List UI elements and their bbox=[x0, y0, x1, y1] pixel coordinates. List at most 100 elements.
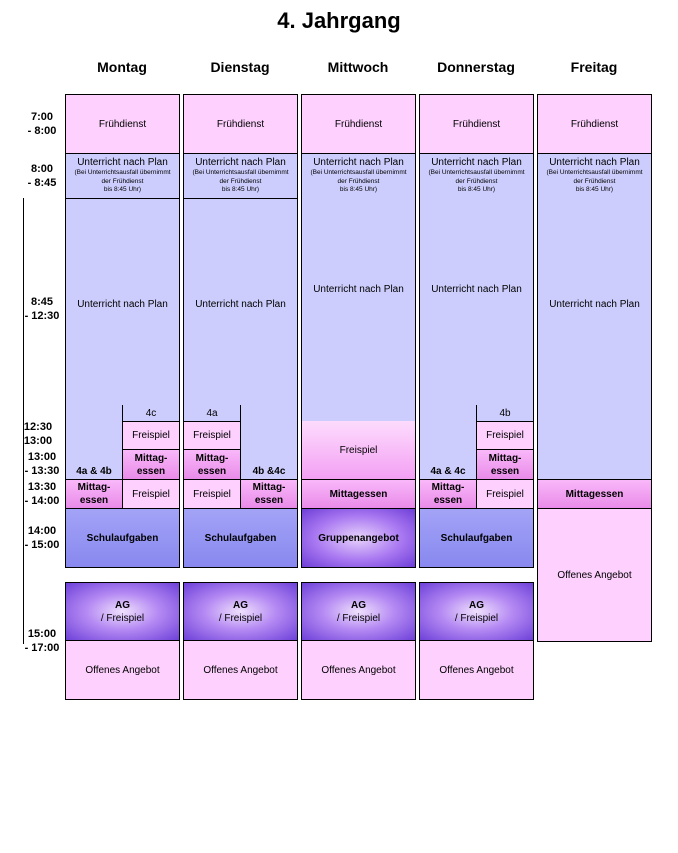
note-line: (Bei Unterrichtsausfall übernimmt bbox=[310, 169, 407, 176]
time-label-1230: 12:30 13:00 bbox=[23, 421, 53, 447]
cell-label: Gruppenangebot bbox=[318, 532, 399, 544]
mittagessen-cell: Mittag- essen bbox=[241, 479, 297, 508]
fruehdienst-cell: Frühdienst bbox=[538, 95, 651, 153]
unterricht-plan-note-cell: Unterricht nach Plan (Bei Unterrichtsaus… bbox=[66, 153, 179, 198]
note-line: der Frühdienst bbox=[219, 177, 262, 185]
note-line: bis 8:45 Uhr) bbox=[339, 186, 378, 193]
freispiel-cell: Freispiel bbox=[122, 421, 179, 449]
note-line: bis 8:45 Uhr) bbox=[221, 186, 260, 193]
mittagessen-cell: Mittagessen bbox=[538, 479, 651, 508]
afternoon-tuesday: AG / Freispiel Offenes Angebot bbox=[183, 582, 298, 700]
cell-label: Unterricht nach Plan bbox=[431, 157, 522, 168]
cell-label: Frühdienst bbox=[570, 118, 619, 130]
cell-label: Schulaufgaben bbox=[204, 532, 277, 544]
freispiel-cell: Freispiel bbox=[184, 479, 241, 508]
cell-label: AG bbox=[469, 599, 484, 611]
cell-label: Unterricht nach Plan bbox=[77, 298, 168, 310]
time-label-1330: 13:30 - 14:00 bbox=[24, 481, 60, 507]
time-label-0845: 8:45 - 12:30 bbox=[24, 296, 60, 322]
unterricht-plan-note-cell: Unterricht nach Plan (Bei Unterrichtsaus… bbox=[184, 153, 297, 198]
cell-label: Unterricht nach Plan bbox=[77, 157, 168, 168]
cell-label: / Freispiel bbox=[336, 612, 381, 624]
schedule-friday: Frühdienst Unterricht nach Plan (Bei Unt… bbox=[537, 94, 652, 642]
group-label-cell: 4a & 4c bbox=[420, 463, 476, 479]
group-label: 4b bbox=[499, 407, 511, 419]
group-label-cell: 4a bbox=[184, 405, 241, 421]
cell-label: / Freispiel bbox=[454, 612, 499, 624]
mittagessen-cell: Mittagessen bbox=[302, 479, 415, 508]
mittagessen-cell: Mittag- essen bbox=[420, 479, 477, 508]
cell-label: AG bbox=[351, 599, 366, 611]
cell-label: Frühdienst bbox=[452, 118, 501, 130]
day-header-friday: Freitag bbox=[570, 59, 618, 75]
cell-label: Mittag- bbox=[195, 452, 229, 464]
offenes-angebot-cell: Offenes Angebot bbox=[538, 508, 651, 641]
time-label-1500: 15:00 - 17:00 bbox=[24, 628, 60, 654]
group-label: 4a bbox=[206, 407, 218, 419]
schulaufgaben-cell: Schulaufgaben bbox=[184, 508, 297, 567]
day-header-monday: Montag bbox=[97, 59, 147, 75]
cell-label: Mittagessen bbox=[329, 488, 388, 500]
mittagessen-cell: Mittag- essen bbox=[184, 449, 241, 479]
time-label-0800: 8:00 - 8:45 bbox=[27, 163, 57, 189]
offenes-angebot-cell: Offenes Angebot bbox=[420, 640, 533, 699]
ag-cell: AG / Freispiel bbox=[66, 583, 179, 640]
note-line: bis 8:45 Uhr) bbox=[575, 186, 614, 193]
group-label: 4b &4c bbox=[252, 465, 286, 477]
cell-label: Unterricht nach Plan bbox=[313, 283, 404, 295]
freispiel-cell: Freispiel bbox=[184, 421, 241, 449]
day-header-wednesday: Mittwoch bbox=[327, 59, 389, 75]
freispiel-cell: Freispiel bbox=[477, 479, 533, 508]
cell-label: Mittag- bbox=[488, 452, 522, 464]
note-line: bis 8:45 Uhr) bbox=[103, 186, 142, 193]
offenes-angebot-cell: Offenes Angebot bbox=[66, 640, 179, 699]
mittagessen-cell: Mittag- essen bbox=[122, 449, 179, 479]
cell-label: Frühdienst bbox=[334, 118, 383, 130]
schulaufgaben-cell: Schulaufgaben bbox=[420, 508, 533, 567]
freispiel-cell: Freispiel bbox=[123, 479, 179, 508]
cell-label: Unterricht nach Plan bbox=[549, 157, 640, 168]
group-label: 4a & 4b bbox=[76, 465, 112, 477]
group-label: 4c bbox=[145, 407, 157, 419]
group-label-cell: 4b bbox=[476, 405, 533, 421]
fruehdienst-cell: Frühdienst bbox=[66, 95, 179, 153]
group-label-cell: 4a & 4b bbox=[66, 463, 122, 479]
fruehdienst-cell: Frühdienst bbox=[302, 95, 415, 153]
cell-label: essen bbox=[490, 465, 520, 477]
unterricht-cell: Unterricht nach Plan (Bei Unterrichtsaus… bbox=[302, 153, 415, 421]
cell-label: Offenes Angebot bbox=[85, 664, 160, 676]
afternoon-monday: AG / Freispiel Offenes Angebot bbox=[65, 582, 180, 700]
mittagessen-cell: Mittag- essen bbox=[66, 479, 123, 508]
cell-label: AG bbox=[233, 599, 248, 611]
ag-cell: AG / Freispiel bbox=[184, 583, 297, 640]
day-header-thursday: Donnerstag bbox=[437, 59, 515, 75]
note-line: der Frühdienst bbox=[101, 177, 144, 185]
freispiel-cell: Freispiel bbox=[302, 421, 415, 479]
note-line: (Bei Unterrichtsausfall übernimmt bbox=[74, 169, 171, 176]
offenes-angebot-cell: Offenes Angebot bbox=[302, 640, 415, 699]
cell-label: Freispiel bbox=[486, 488, 524, 500]
cell-label: Frühdienst bbox=[98, 118, 147, 130]
fruehdienst-cell: Frühdienst bbox=[184, 95, 297, 153]
cell-label: Unterricht nach Plan bbox=[431, 283, 522, 295]
cell-label: Mittag- bbox=[134, 452, 168, 464]
note-line: der Frühdienst bbox=[573, 177, 616, 185]
time-label-1300: 13:00 - 13:30 bbox=[24, 451, 60, 477]
schedule-monday: Frühdienst Unterricht nach Plan (Bei Unt… bbox=[65, 94, 180, 568]
note-line: (Bei Unterrichtsausfall übernimmt bbox=[546, 169, 643, 176]
cell-label: Offenes Angebot bbox=[321, 664, 396, 676]
cell-label: essen bbox=[254, 495, 284, 506]
cell-label: Freispiel bbox=[339, 444, 378, 456]
cell-label: Frühdienst bbox=[216, 118, 265, 130]
gruppenangebot-cell: Gruppenangebot bbox=[302, 508, 415, 567]
schulaufgaben-cell: Schulaufgaben bbox=[66, 508, 179, 567]
cell-label: essen bbox=[79, 495, 109, 506]
cell-label: essen bbox=[197, 465, 227, 477]
cell-label: Freispiel bbox=[193, 430, 231, 441]
note-line: (Bei Unterrichtsausfall übernimmt bbox=[192, 169, 289, 176]
mittagessen-cell: Mittag- essen bbox=[476, 449, 533, 479]
note-line: bis 8:45 Uhr) bbox=[457, 186, 496, 193]
time-label-0700: 7:00 - 8:00 bbox=[27, 111, 57, 137]
cell-label: Unterricht nach Plan bbox=[195, 157, 286, 168]
cell-label: Freispiel bbox=[132, 488, 170, 500]
